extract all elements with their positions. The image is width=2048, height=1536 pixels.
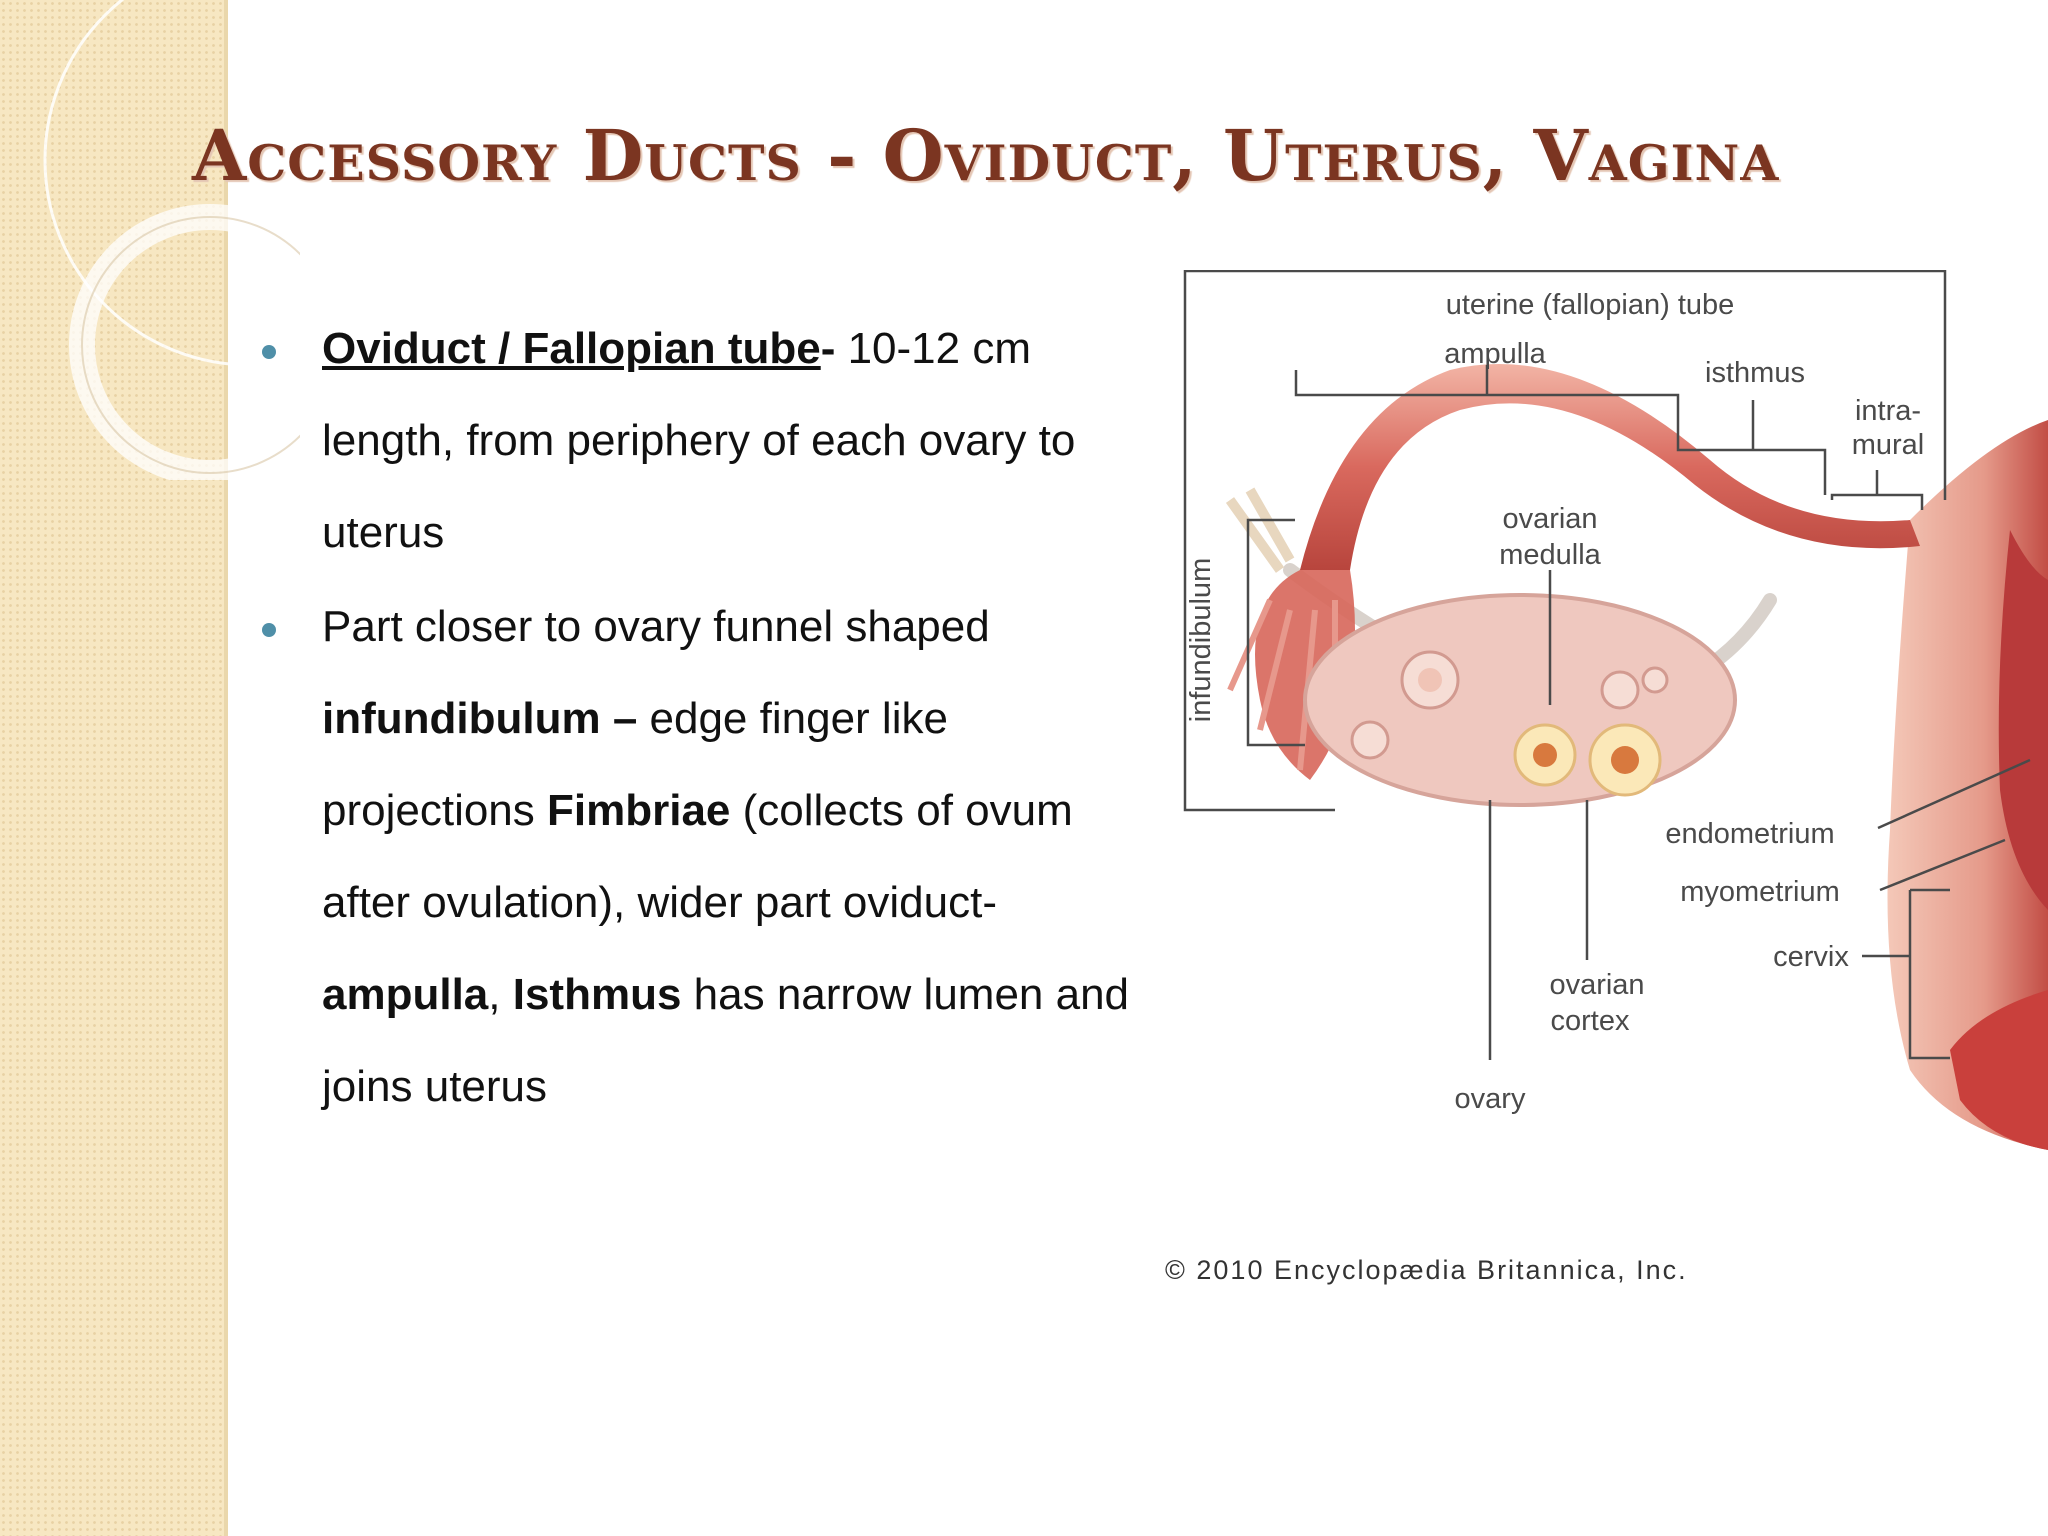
bullet-dot — [262, 623, 276, 637]
term-ampulla: ampulla — [322, 970, 489, 1019]
term-fimbriae: Fimbriae — [547, 786, 731, 835]
bullet-text: (collects of ovum after ovulation), wide… — [322, 786, 1073, 927]
bullet-dot — [262, 345, 276, 359]
decorative-rings — [43, 0, 300, 480]
term-infundibulum: infundibulum – — [322, 694, 638, 743]
reproductive-anatomy-diagram: uterine (fallopian) tube ampulla isthmus… — [1183, 270, 2048, 1150]
label-isthmus: isthmus — [1705, 357, 1805, 389]
term-dash: - — [820, 324, 836, 373]
label-intra: intra- — [1855, 395, 1921, 427]
label-ovarian-medulla-1: ovarian — [1502, 503, 1597, 535]
bullet-text: Part closer to ovary funnel shaped — [322, 602, 990, 651]
bullet-text: , — [488, 970, 513, 1019]
label-ovarian-cortex-2: cortex — [1551, 1005, 1630, 1037]
bullet-list: Oviduct / Fallopian tube- 10-12 cm lengt… — [262, 303, 1162, 1133]
image-credit: © 2010 Encyclopædia Britannica, Inc. — [1165, 1255, 1688, 1285]
label-ampulla: ampulla — [1444, 338, 1546, 370]
label-ovary: ovary — [1455, 1083, 1526, 1115]
bullet-text: edge finger like projections — [322, 694, 948, 835]
bullet-text: has narrow lumen and joins uterus — [322, 970, 1130, 1111]
term-oviduct: Oviduct / Fallopian tube — [322, 324, 821, 373]
fallopian-tube — [1300, 364, 1920, 570]
label-myometrium: myometrium — [1680, 876, 1840, 908]
label-ovarian-cortex-1: ovarian — [1549, 969, 1644, 1001]
label-infundibulum: infundibulum — [1185, 558, 1217, 722]
uterine-cavity — [1998, 530, 2048, 910]
label-mural: mural — [1852, 429, 1925, 461]
label-cervix: cervix — [1773, 941, 1849, 973]
label-ovarian-medulla-2: medulla — [1499, 539, 1601, 571]
leader-lines — [1183, 270, 2031, 1060]
sidebar-edge — [224, 0, 228, 1536]
bullet-item: Oviduct / Fallopian tube- 10-12 cm lengt… — [262, 303, 1162, 579]
bullet-item: Part closer to ovary funnel shaped infun… — [262, 581, 1162, 1133]
label-endometrium: endometrium — [1665, 818, 1834, 850]
slide-title: Accessory Ducts - Oviduct, Uterus, Vagin… — [192, 114, 1780, 197]
term-isthmus: Isthmus — [512, 970, 682, 1019]
label-uterine-tube: uterine (fallopian) tube — [1446, 289, 1735, 321]
cervix-shape — [1950, 990, 2048, 1150]
bullet-text: 10-12 cm length, from periphery of each … — [322, 324, 1076, 557]
